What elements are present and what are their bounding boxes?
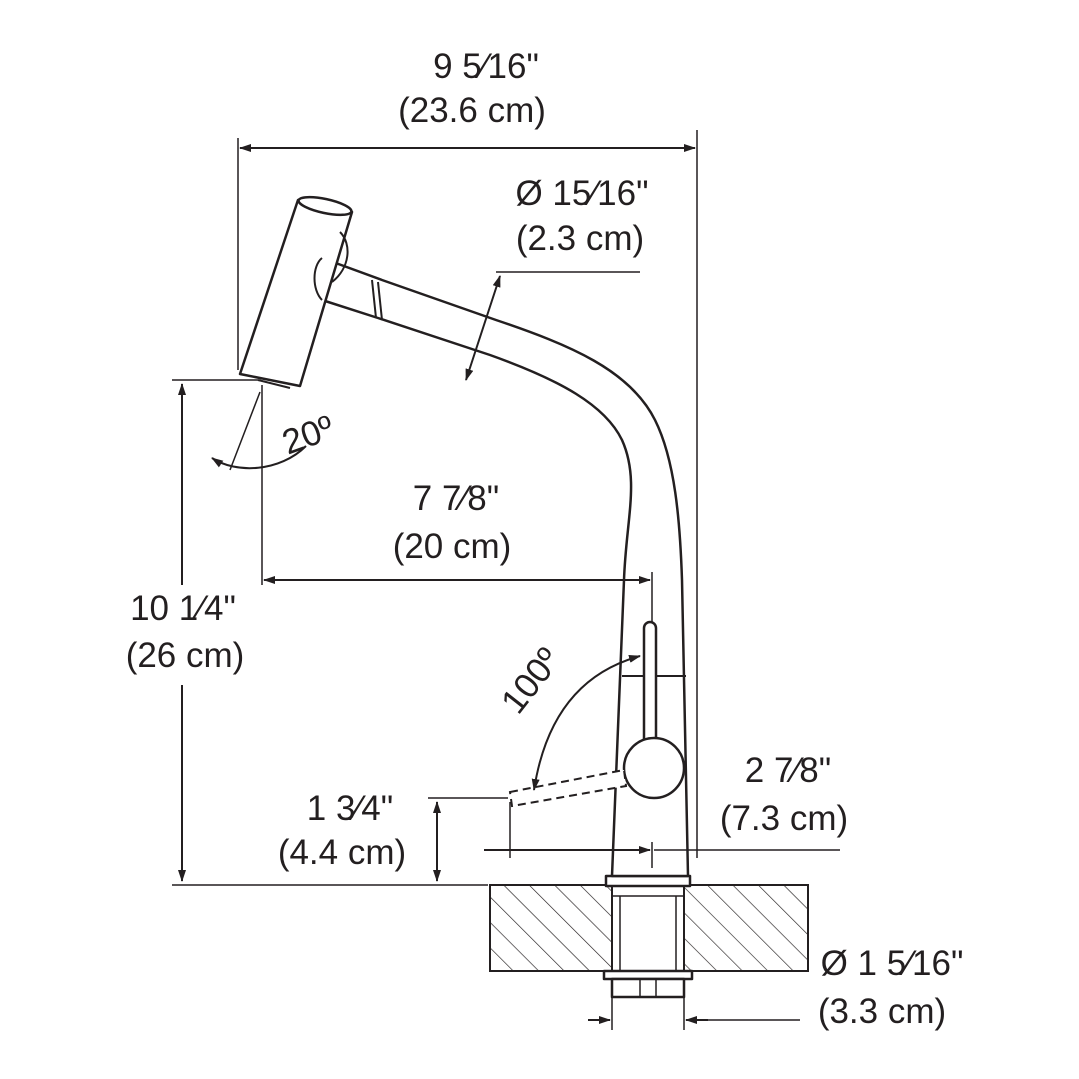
dim-lever-height: 1 3⁄4" (4.4 cm) xyxy=(278,789,508,882)
overall-width-metric: (23.6 cm) xyxy=(398,91,546,130)
countertop-section xyxy=(489,884,809,999)
shank-diameter-imperial: Ø 1 5⁄16" xyxy=(821,944,964,983)
lever-height-metric: (4.4 cm) xyxy=(278,833,406,872)
lever-reach-metric: (7.3 cm) xyxy=(720,799,848,838)
overall-height-imperial: 10 1⁄4" xyxy=(130,589,236,628)
spray-angle-value: 20º xyxy=(277,408,339,462)
dim-shank-diameter: Ø 1 5⁄16" (3.3 cm) xyxy=(588,944,963,1031)
spout-reach-imperial: 7 7⁄8" xyxy=(413,479,499,518)
dim-lever-reach: 2 7⁄8" (7.3 cm) xyxy=(484,751,848,868)
dim-spout-diameter: Ø 15⁄16" (2.3 cm) xyxy=(465,174,649,381)
spout-diameter-metric: (2.3 cm) xyxy=(516,219,644,258)
dim-overall-height: 10 1⁄4" (26 cm) xyxy=(110,379,488,886)
faucet-body xyxy=(238,195,692,888)
lever-height-imperial: 1 3⁄4" xyxy=(307,789,393,828)
dim-overall-width: 9 5⁄16" (23.6 cm) xyxy=(237,47,698,858)
lever-rotation-value: 100º xyxy=(494,641,569,721)
shank-diameter-metric: (3.3 cm) xyxy=(818,992,946,1031)
dim-spout-reach: 7 7⁄8" (20 cm) xyxy=(263,479,653,622)
dim-spray-angle: 20º xyxy=(211,385,339,585)
lever-reach-imperial: 2 7⁄8" xyxy=(745,751,831,790)
overall-height-metric: (26 cm) xyxy=(126,636,245,675)
overall-width-imperial: 9 5⁄16" xyxy=(433,47,539,86)
spout-diameter-imperial: Ø 15⁄16" xyxy=(515,174,648,213)
spout-reach-metric: (20 cm) xyxy=(393,527,512,566)
